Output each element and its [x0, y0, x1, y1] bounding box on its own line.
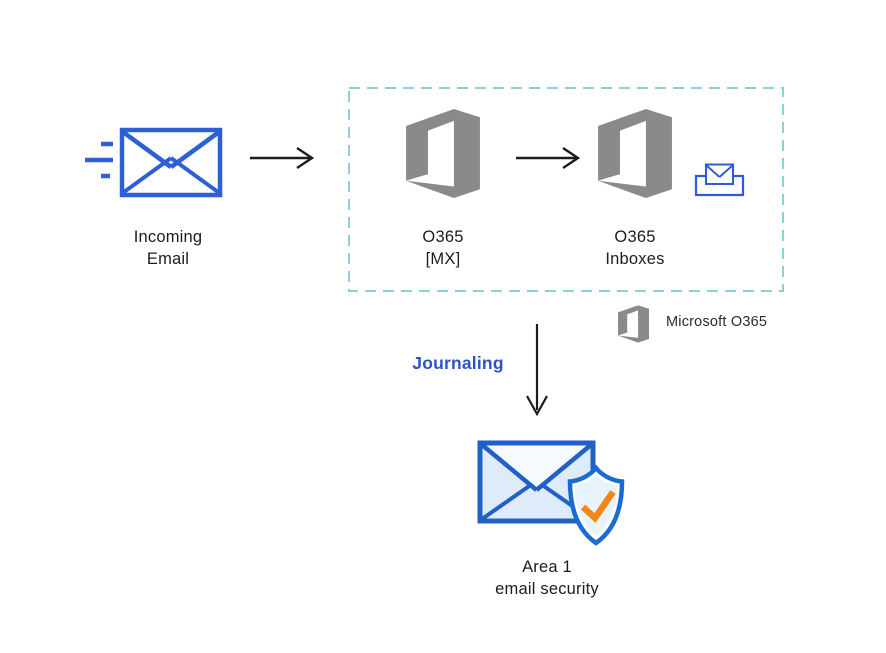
- arrow-down-icon: [526, 324, 548, 417]
- arrow-right-icon: [516, 147, 581, 169]
- shield-check-icon: [567, 464, 625, 546]
- speed-lines-icon: [85, 141, 113, 179]
- checkmark-icon: [580, 490, 616, 523]
- o365-inboxes-label: O365 Inboxes: [585, 226, 685, 270]
- o365-mx-label: O365 [MX]: [393, 226, 493, 270]
- incoming-email-envelope-icon: [85, 127, 223, 198]
- envelope-icon: [119, 127, 223, 198]
- o365-inboxes-label-line1: O365: [614, 228, 656, 246]
- area1-label: Area 1 email security: [462, 556, 632, 600]
- inbox-icon: [694, 163, 745, 197]
- o365-mx-label-line2: [MX]: [425, 250, 461, 268]
- incoming-email-label-line2: Email: [146, 250, 190, 268]
- journaling-label: Journaling: [412, 353, 504, 373]
- microsoft-o365-legend-icon: [618, 305, 649, 343]
- incoming-email-label: Incoming Email: [103, 226, 233, 270]
- arrow-right-icon: [250, 147, 315, 169]
- office365-inboxes-icon: [598, 109, 672, 198]
- o365-boundary-dashed-box: [348, 87, 784, 292]
- area1-email-security-icon: [477, 440, 625, 546]
- microsoft-o365-legend-label: Microsoft O365: [666, 314, 768, 330]
- area1-label-line2: email security: [495, 580, 599, 598]
- o365-mx-label-line1: O365: [422, 228, 464, 246]
- area1-label-line1: Area 1: [522, 558, 572, 576]
- o365-inboxes-label-line2: Inboxes: [605, 250, 665, 268]
- incoming-email-label-line1: Incoming: [133, 228, 203, 246]
- office365-mx-icon: [406, 109, 480, 198]
